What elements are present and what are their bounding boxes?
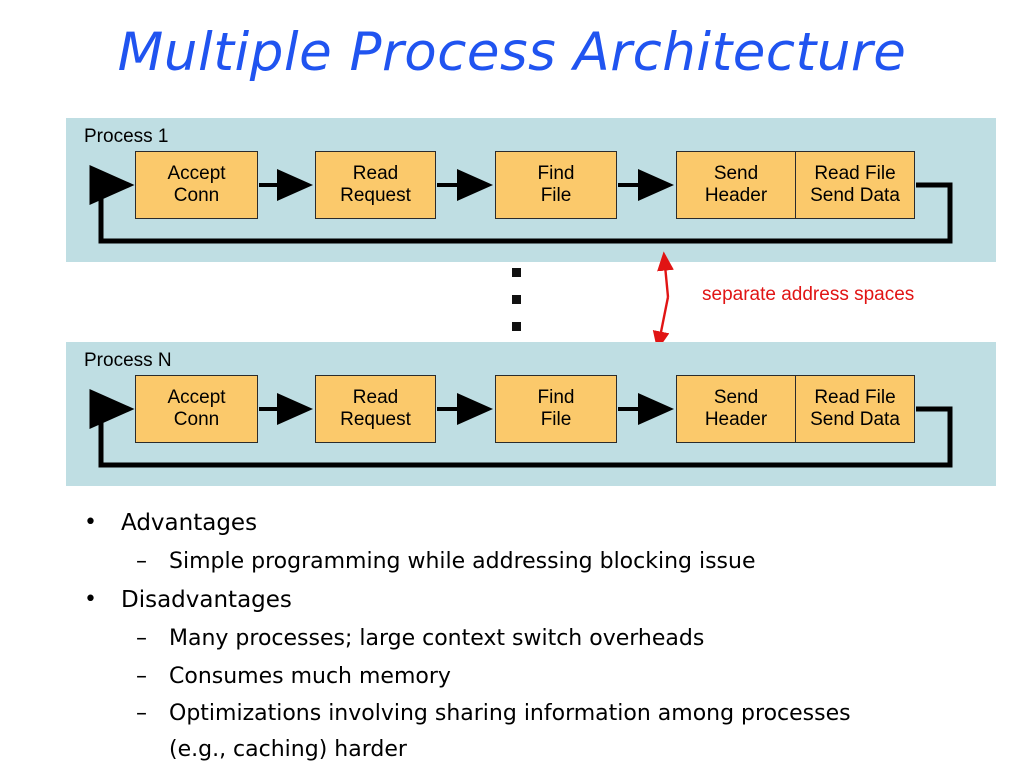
bullet-text: Simple programming while addressing bloc… (169, 549, 756, 575)
process-1-flow-arrows (89, 165, 953, 244)
stage-label-line2: Request (340, 185, 411, 206)
separate-address-spaces-label: separate address spaces (702, 284, 915, 305)
stage-label-line1: Accept (167, 162, 226, 184)
stage-label-line1: Read (352, 386, 399, 408)
stage-label-line2: Conn (173, 185, 220, 206)
bullet-marker: • (84, 510, 97, 535)
ellipsis-dot (512, 268, 521, 277)
bullet-text: Consumes much memory (169, 663, 451, 689)
stage-label-line1: Find (537, 162, 575, 184)
bullet-marker: – (136, 549, 147, 575)
process-1-stage-find-file[interactable]: Find File (495, 151, 617, 219)
vertical-ellipsis-icon (512, 268, 526, 336)
bullet-marker: – (136, 626, 147, 652)
stage-label-line1: Send (713, 386, 759, 408)
bullet-item-consumes-memory: – Consumes much memory (136, 659, 984, 695)
process-n-flow-arrows (89, 389, 953, 468)
separate-address-spaces-annotation: separate address spaces (640, 245, 980, 357)
process-n-stage-find-file[interactable]: Find File (495, 375, 617, 443)
stage-label-line2: File (540, 185, 572, 206)
process-1-stage-send-combo[interactable]: Send Header Read File Send Data (676, 151, 915, 219)
bullet-item-disadvantages: • Disadvantages (84, 582, 984, 619)
process-1-stage-send-header[interactable]: Send Header (677, 152, 795, 218)
bullet-item-simple-programming: – Simple programming while addressing bl… (136, 544, 984, 580)
bullet-text: Many processes; large context switch ove… (169, 626, 705, 652)
ellipsis-dot (512, 295, 521, 304)
stage-label-line1: Read (352, 162, 399, 184)
stage-label-line2: Send Data (810, 409, 900, 430)
stage-label-line1: Read File (814, 162, 896, 184)
process-n-stage-read-file-send-data[interactable]: Read File Send Data (795, 376, 914, 442)
bullet-marker: – (136, 663, 147, 689)
process-band-1-label: Process 1 (84, 126, 169, 147)
stage-label-line1: Find (537, 386, 575, 408)
bullet-list: • Advantages – Simple programming while … (84, 505, 984, 770)
bullet-item-optimizations: – Optimizations involving sharing inform… (136, 696, 984, 767)
process-1-stage-read-file-send-data[interactable]: Read File Send Data (795, 152, 914, 218)
stage-label-line2: File (540, 409, 572, 430)
stage-label-line2: Header (704, 409, 768, 430)
stage-label-line2: Request (340, 409, 411, 430)
stage-label-line2: Send Data (810, 185, 900, 206)
process-band-n: Process N Accept Conn Read Request Find … (66, 342, 996, 486)
process-band-1: Process 1 Accept Conn Read Request Find … (66, 118, 996, 262)
bullet-text: Advantages (121, 510, 258, 536)
process-1-stage-read-request[interactable]: Read Request (315, 151, 436, 219)
ellipsis-dot (512, 322, 521, 331)
bullet-item-many-processes: – Many processes; large context switch o… (136, 621, 984, 657)
bullet-text: Disadvantages (121, 586, 292, 613)
process-1-stage-accept-conn[interactable]: Accept Conn (135, 151, 258, 219)
stage-label-line2: Header (704, 185, 768, 206)
bullet-item-advantages: • Advantages (84, 505, 984, 542)
bullet-marker: • (84, 586, 97, 612)
process-n-stage-send-combo[interactable]: Send Header Read File Send Data (676, 375, 915, 443)
stage-label-line1: Accept (167, 386, 226, 408)
stage-label-line2: Conn (173, 409, 220, 430)
page-title: Multiple Process Architecture (117, 22, 907, 83)
bullet-marker: – (136, 701, 147, 727)
stage-label-line1: Send (713, 162, 759, 184)
process-n-stage-accept-conn[interactable]: Accept Conn (135, 375, 258, 443)
process-n-stage-read-request[interactable]: Read Request (315, 375, 436, 443)
process-n-stage-send-header[interactable]: Send Header (677, 376, 795, 442)
stage-label-line1: Read File (814, 386, 896, 408)
bullet-text: Optimizations involving sharing informat… (169, 701, 851, 762)
double-headed-arrow-icon (652, 251, 674, 351)
process-band-n-label: Process N (84, 350, 172, 371)
